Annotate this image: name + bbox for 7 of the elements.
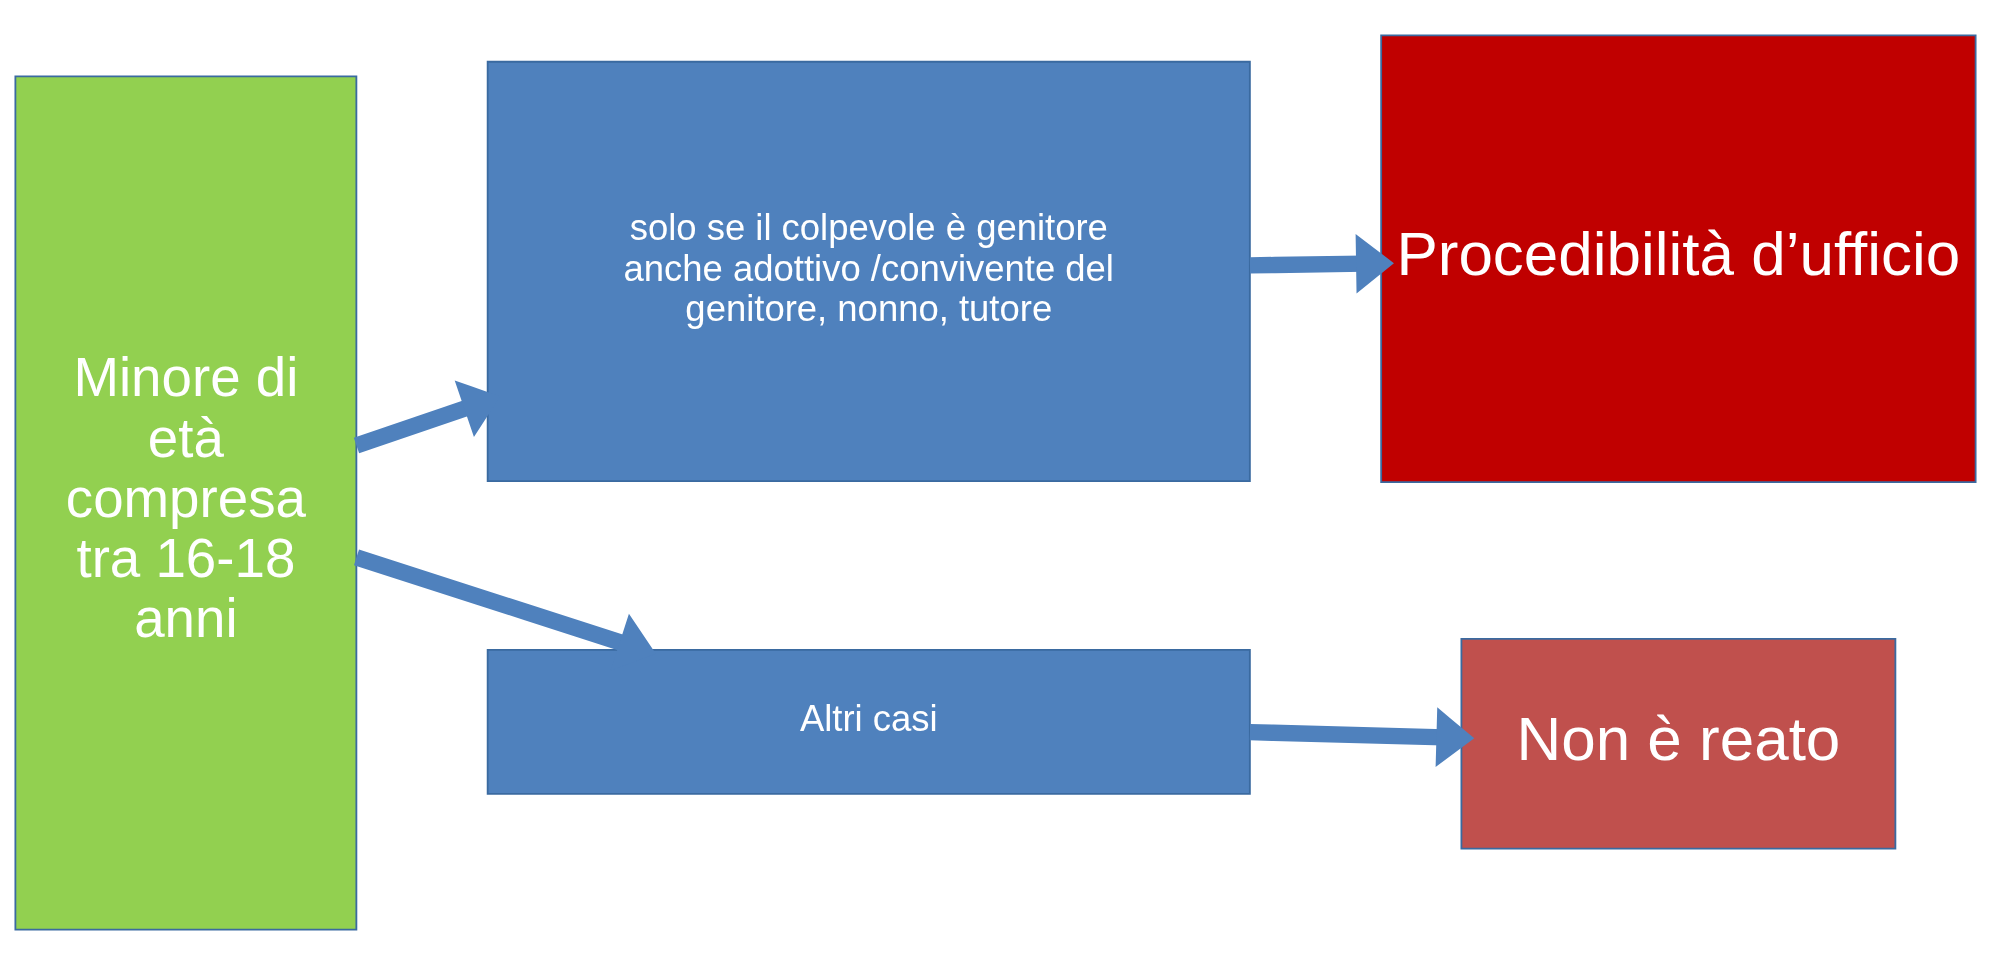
arrow [1249, 707, 1475, 767]
arrow [1249, 233, 1394, 294]
node-box: Minore di età compresa tra 16-18 anni [14, 75, 358, 931]
node-box: Procedibilità d’ufficio [1380, 34, 1977, 483]
node-box: Altri casi [486, 648, 1251, 795]
node-box: Non è reato [1460, 637, 1897, 850]
node-box: solo se il colpevole è genitore anche adottivo /convivente del genitore, nonno, tutore [486, 60, 1251, 483]
